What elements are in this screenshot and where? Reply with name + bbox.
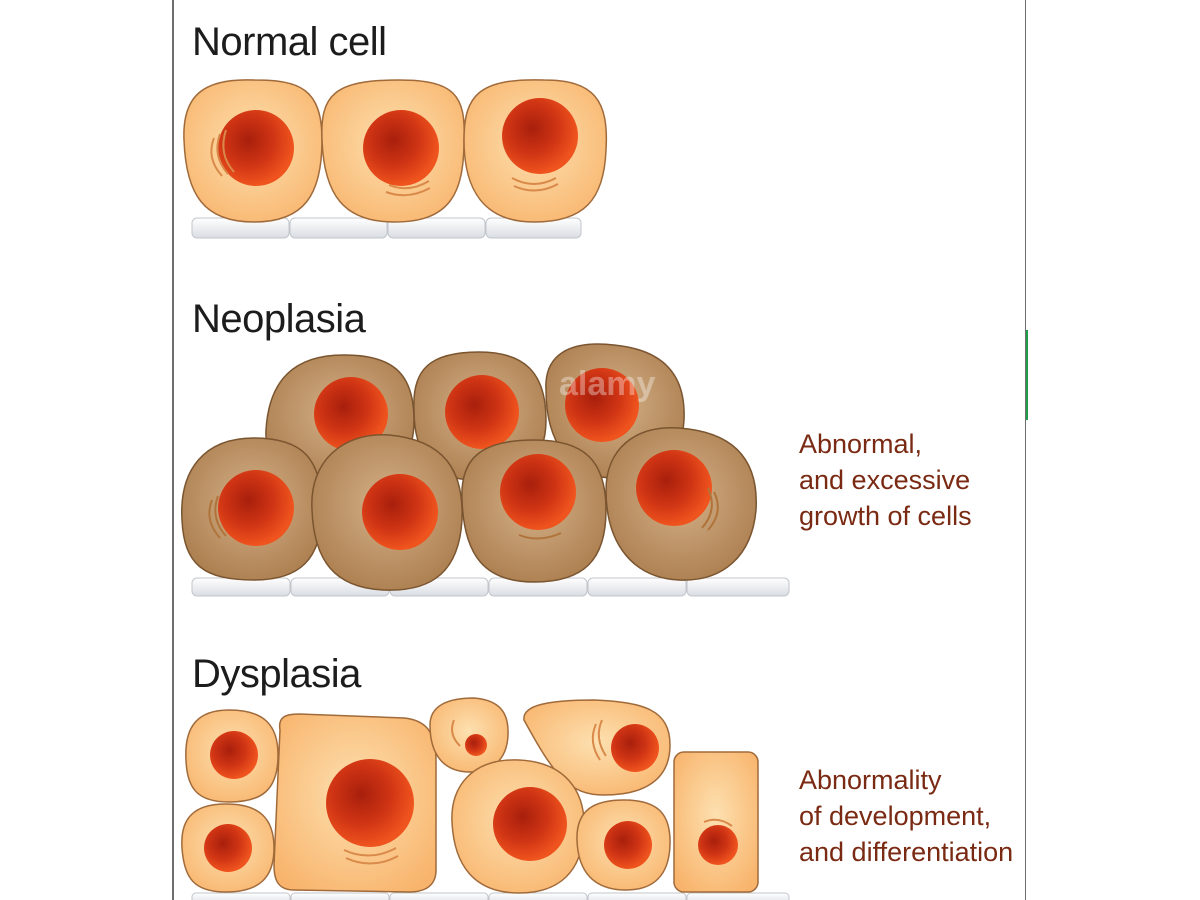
description-line: Abnormal, [799, 426, 972, 462]
nucleus [636, 450, 712, 526]
normal-cells [184, 80, 606, 238]
basement-membrane [489, 893, 587, 900]
section-title-normal-cell: Normal cell [192, 20, 387, 65]
description-line: Abnormality [799, 762, 1013, 798]
nucleus [363, 110, 439, 186]
nucleus [218, 470, 294, 546]
neoplasia-cells [182, 344, 789, 596]
nucleus [465, 734, 487, 756]
watermark-text: alamy [559, 365, 655, 403]
illustration-panel: alamy Normal cell Neoplasia Dysplasia Ab… [174, 0, 1025, 900]
basement-membrane [588, 578, 686, 596]
basement-membrane [390, 893, 488, 900]
section-title-neoplasia: Neoplasia [192, 297, 365, 342]
basement-membrane [687, 893, 789, 900]
basement-membrane [687, 578, 789, 596]
dysplasia-description: Abnormality of development, and differen… [799, 762, 1013, 870]
basement-membrane [291, 893, 389, 900]
nucleus [362, 474, 438, 550]
description-line: growth of cells [799, 498, 972, 534]
nucleus [604, 821, 652, 869]
green-marker [1026, 330, 1028, 420]
description-line: and excessive [799, 462, 972, 498]
nucleus [502, 98, 578, 174]
nucleus [493, 787, 567, 861]
nucleus [204, 824, 252, 872]
dysplasia-cells [182, 698, 789, 900]
dysplastic-cell [674, 752, 758, 892]
nucleus [326, 759, 414, 847]
neoplasia-description: Abnormal, and excessive growth of cells [799, 426, 972, 534]
basement-membrane [588, 893, 686, 900]
description-line: of development, [799, 798, 1013, 834]
nucleus [445, 375, 519, 449]
basement-membrane [290, 218, 387, 238]
basement-membrane [192, 893, 290, 900]
basement-membrane [192, 578, 290, 596]
nucleus [698, 825, 738, 865]
nucleus [611, 724, 659, 772]
nucleus [210, 731, 258, 779]
nucleus [218, 110, 294, 186]
description-line: and differentiation [799, 834, 1013, 870]
section-title-dysplasia: Dysplasia [192, 652, 361, 697]
nucleus [500, 454, 576, 530]
